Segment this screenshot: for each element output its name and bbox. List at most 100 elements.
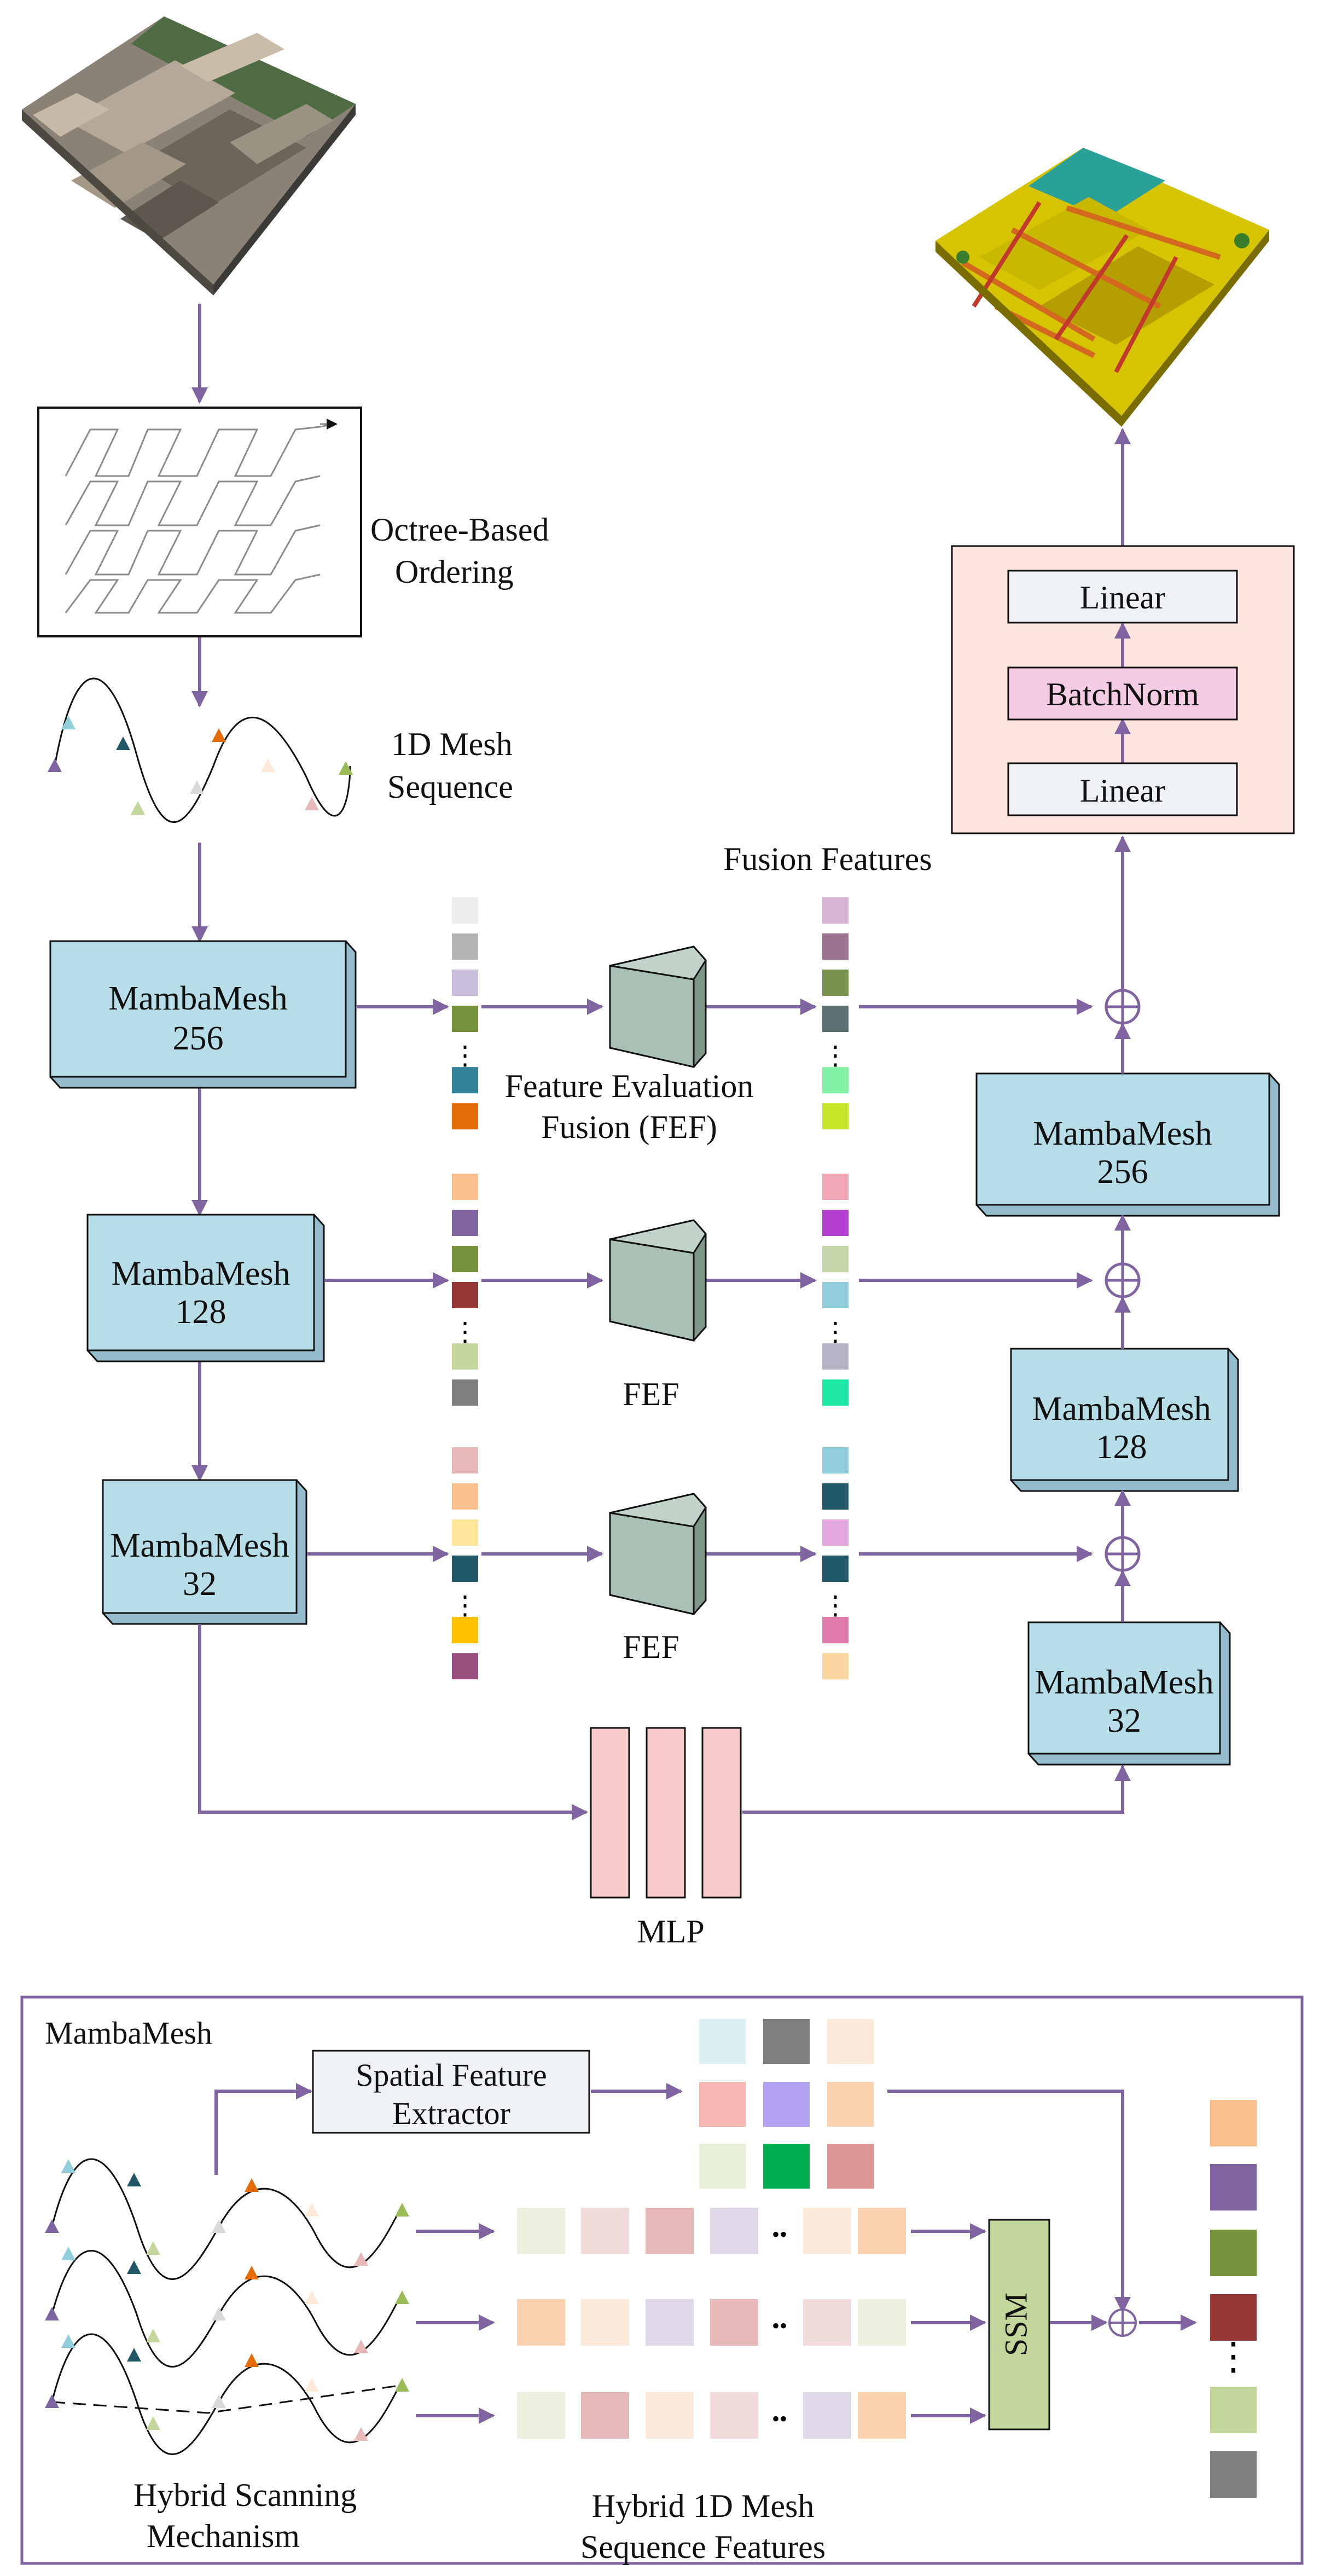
scan-marker bbox=[61, 2159, 75, 2173]
decoder-128-size: 128 bbox=[1096, 1429, 1147, 1466]
hybrid-scanning-label-line1: Hybrid Scanning bbox=[133, 2477, 357, 2513]
feature-cell bbox=[452, 1210, 478, 1236]
horizontal-ellipsis: •• bbox=[772, 2406, 787, 2431]
output-feature-cell bbox=[1210, 2100, 1257, 2146]
feature-cell bbox=[822, 970, 849, 996]
output-feature-cell bbox=[1210, 2164, 1257, 2211]
feature-cell bbox=[822, 1379, 849, 1406]
scan-marker bbox=[212, 2307, 226, 2320]
adder-32 bbox=[1105, 1536, 1141, 1572]
encoder-128-feature-column: ⋮ bbox=[452, 1174, 478, 1406]
decoder-256-size: 256 bbox=[1097, 1153, 1148, 1191]
sequence-label-line2: Sequence bbox=[387, 769, 513, 805]
scan-marker bbox=[45, 2219, 59, 2233]
scan-marker bbox=[61, 2334, 75, 2348]
scan-marker bbox=[45, 2394, 59, 2408]
sequence-feature-cell bbox=[517, 2299, 565, 2346]
sequence-feature-cell bbox=[858, 2392, 906, 2439]
adder-128 bbox=[1105, 1262, 1141, 1298]
output-feature-cell bbox=[1210, 2451, 1257, 2498]
hybrid-scanning-label-line2: Mechanism bbox=[147, 2518, 300, 2554]
scan-marker bbox=[305, 2203, 319, 2217]
vertical-ellipsis: ⋮ bbox=[1215, 2336, 1253, 2378]
encoder-128-size: 128 bbox=[176, 1293, 226, 1331]
encoder-block-128: MambaMesh 128 bbox=[86, 1214, 325, 1362]
fusion-32-feature-column: ⋮ bbox=[822, 1447, 849, 1680]
feature-cell bbox=[452, 1483, 478, 1510]
adder-256 bbox=[1105, 989, 1141, 1025]
hybrid-scanning-waves bbox=[51, 2158, 400, 2455]
fef-module-256 bbox=[609, 945, 707, 1068]
sequence-label-line1: 1D Mesh bbox=[391, 726, 513, 762]
sequence-feature-cell bbox=[646, 2392, 694, 2439]
spatial-feature-cell bbox=[827, 2082, 874, 2127]
scan-marker bbox=[61, 2247, 75, 2260]
scan-marker bbox=[395, 2203, 409, 2217]
encoder-256-name: MambaMesh bbox=[108, 980, 287, 1017]
inset-title: MambaMesh bbox=[45, 2015, 212, 2051]
feature-cell bbox=[822, 1006, 849, 1032]
mambamesh-output-feature-column: ⋮ bbox=[1210, 2100, 1257, 2498]
feature-cell bbox=[822, 1067, 849, 1094]
feature-cell bbox=[822, 1246, 849, 1272]
decoder-32-name: MambaMesh bbox=[1035, 1664, 1213, 1701]
decoder-128-name: MambaMesh bbox=[1032, 1390, 1211, 1428]
decoder-block-32: MambaMesh 32 bbox=[1027, 1621, 1231, 1766]
feature-cell bbox=[822, 1617, 849, 1644]
feature-cell bbox=[822, 1519, 849, 1546]
scan-marker bbox=[305, 2378, 319, 2392]
sequence-feature-cell bbox=[646, 2299, 694, 2346]
feature-cell bbox=[452, 1246, 478, 1272]
feature-cell bbox=[822, 1447, 849, 1473]
encoder-128-name: MambaMesh bbox=[111, 1255, 290, 1292]
hybrid-sequence-label-line2: Sequence Features bbox=[580, 2529, 826, 2565]
sequence-marker bbox=[131, 801, 145, 815]
sequence-feature-cell bbox=[803, 2208, 851, 2254]
fef-label-line2: Fusion (FEF) bbox=[541, 1109, 717, 1145]
sfe-label-line1: Spatial Feature bbox=[356, 2057, 547, 2093]
scan-marker bbox=[212, 2219, 226, 2233]
sequence-feature-cell bbox=[803, 2299, 851, 2346]
sequence-feature-cell bbox=[710, 2208, 758, 2254]
scan-marker bbox=[245, 2178, 259, 2192]
mlp-module bbox=[590, 1727, 742, 1899]
batchnorm-label: BatchNorm bbox=[1046, 676, 1199, 712]
sequence-feature-cell bbox=[803, 2392, 851, 2439]
vertical-ellipsis: ⋮ bbox=[822, 1318, 849, 1347]
spatial-feature-cell bbox=[699, 2144, 746, 2189]
head-batchnorm: BatchNorm bbox=[1007, 666, 1238, 721]
sequence-marker bbox=[61, 716, 75, 729]
scan-marker bbox=[127, 2173, 141, 2186]
head-linear-bottom: Linear bbox=[1007, 762, 1238, 816]
feature-cell bbox=[452, 933, 478, 960]
output-feature-cell bbox=[1210, 2230, 1257, 2276]
spatial-feature-cell bbox=[763, 2144, 810, 2189]
octree-label-line1: Octree-Based bbox=[370, 512, 549, 548]
decoder-256-name: MambaMesh bbox=[1033, 1115, 1212, 1152]
mlp-label: MLP bbox=[637, 1913, 704, 1950]
ssm-label: SSM bbox=[998, 2293, 1033, 2356]
encoder-32-size: 32 bbox=[183, 1565, 217, 1603]
spatial-feature-cell bbox=[699, 2082, 746, 2127]
output-feature-cell bbox=[1210, 2387, 1257, 2433]
scan-marker bbox=[395, 2378, 409, 2392]
fusion-128-feature-column: ⋮ bbox=[822, 1174, 849, 1406]
feature-cell bbox=[452, 1006, 478, 1032]
hybrid-sequence-feature-rows: •••••• bbox=[517, 2208, 906, 2439]
linear-top-label: Linear bbox=[1080, 579, 1166, 616]
sequence-marker bbox=[261, 758, 275, 772]
scan-marker bbox=[354, 2252, 368, 2266]
sequence-feature-cell bbox=[646, 2208, 694, 2254]
fef-label-line1: Feature Evaluation bbox=[505, 1068, 754, 1104]
encoder-block-32: MambaMesh 32 bbox=[102, 1479, 307, 1625]
horizontal-ellipsis: •• bbox=[772, 2222, 787, 2247]
sequence-feature-cell bbox=[581, 2392, 629, 2439]
feature-cell bbox=[452, 1174, 478, 1200]
ssm-module: SSM bbox=[988, 2219, 1050, 2430]
sequence-marker bbox=[116, 736, 130, 750]
feature-cell bbox=[452, 1379, 478, 1406]
feature-cell bbox=[452, 1447, 478, 1473]
feature-cell bbox=[452, 1282, 478, 1308]
fusion-features-label: Fusion Features bbox=[723, 841, 932, 877]
scan-marker bbox=[146, 2241, 160, 2255]
